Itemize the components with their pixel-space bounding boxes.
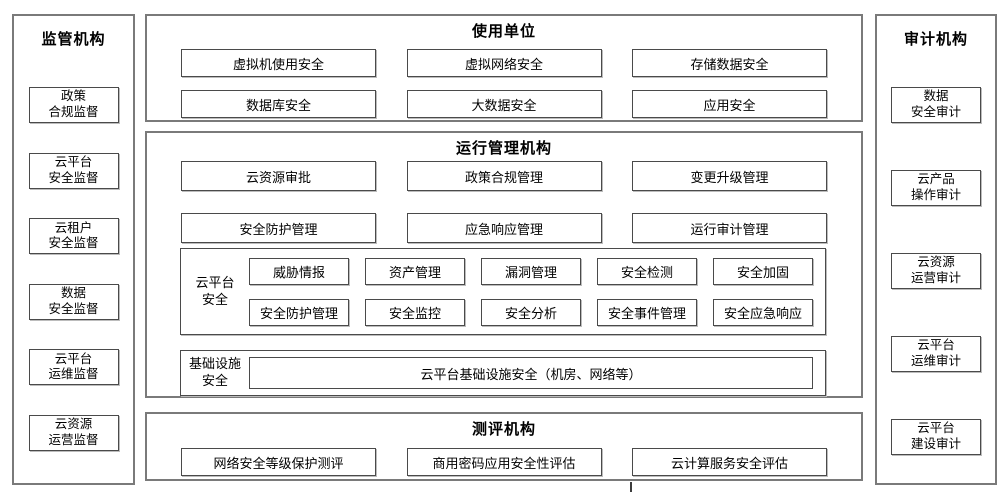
usage-item-bigdata-security: 大数据安全	[406, 90, 602, 118]
operation-item-protection-mgmt: 安全防护管理	[181, 213, 376, 243]
infrastructure-item-label: 云平台基础设施安全（机房、网络等）	[420, 366, 642, 382]
platform-item-threat-intel: 威胁情报	[249, 257, 349, 285]
audit-item-platform-construction: 云平台 建设审计	[891, 419, 981, 455]
audit-item-product-operation: 云产品 操作审计	[891, 170, 981, 206]
supervision-item-resource-operation: 云资源 运营监督	[28, 414, 119, 451]
supervision-panel: 监管机构 政策 合规监督 云平台 安全监督 云租户 安全监督 数据 安全监督 云…	[12, 14, 135, 485]
audit-items: 数据 安全审计 云产品 操作审计 云资源 运营审计 云平台 运维审计 云平台 建…	[877, 49, 995, 483]
usage-item-vnet-security: 虚拟网络安全	[406, 49, 602, 77]
supervision-item-label: 云平台 运维监督	[48, 351, 99, 382]
operation-row-1: 云资源审批 政策合规管理 变更升级管理	[147, 161, 861, 191]
audit-item-label: 云平台 建设审计	[910, 421, 961, 451]
platform-item-label: 安全事件管理	[607, 305, 686, 321]
platform-item-label: 安全防护管理	[259, 305, 338, 321]
platform-security-group: 云平台 安全 威胁情报 资产管理 漏洞管理 安全检测 安全加固 安全防护管理 安…	[180, 248, 826, 335]
supervision-item-label: 数据 安全监督	[48, 286, 99, 316]
supervision-item-policy-compliance: 政策 合规监督	[28, 87, 119, 123]
operation-item-label: 变更升级管理	[690, 169, 769, 185]
platform-item-emergency-response: 安全应急响应	[713, 298, 813, 326]
platform-item-label: 安全监控	[388, 305, 441, 321]
supervision-panel-title: 监管机构	[41, 31, 106, 48]
supervision-items: 政策 合规监督 云平台 安全监督 云租户 安全监督 数据 安全监督 云平台 运维…	[14, 49, 133, 483]
operation-item-label: 政策合规管理	[464, 169, 543, 185]
supervision-item-label: 云租户 安全监督	[48, 220, 99, 251]
operation-item-change-upgrade-mgmt: 变更升级管理	[632, 161, 827, 191]
usage-item-label: 大数据安全	[471, 97, 537, 113]
evaluation-item-label: 云计算服务安全评估	[670, 455, 788, 471]
platform-item-label: 安全应急响应	[723, 305, 802, 321]
platform-item-label: 漏洞管理	[504, 264, 557, 280]
supervision-item-platform-ops: 云平台 运维监督	[28, 349, 119, 386]
usage-item-storage-security: 存储数据安全	[632, 49, 827, 77]
evaluation-item-label: 网络安全等级保护测评	[213, 455, 344, 471]
operation-item-audit-mgmt: 运行审计管理	[632, 213, 827, 243]
platform-security-group-label: 云平台 安全	[195, 274, 235, 307]
platform-item-label: 安全分析	[504, 305, 557, 321]
infrastructure-item: 云平台基础设施安全（机房、网络等）	[249, 357, 813, 389]
infrastructure-group-label: 基础设施 安全	[188, 356, 241, 388]
platform-security-grid: 威胁情报 资产管理 漏洞管理 安全检测 安全加固 安全防护管理 安全监控 安全分…	[249, 250, 825, 334]
usage-row-1: 虚拟机使用安全 虚拟网络安全 存储数据安全	[147, 49, 861, 77]
usage-item-label: 存储数据安全	[690, 56, 769, 72]
usage-item-app-security: 应用安全	[632, 90, 827, 118]
platform-item-security-hardening: 安全加固	[713, 257, 813, 285]
usage-unit-title: 使用单位	[471, 23, 536, 40]
platform-item-label: 资产管理	[388, 264, 441, 280]
evaluation-item-crypto-assessment: 商用密码应用安全性评估	[406, 448, 602, 476]
supervision-item-platform-security: 云平台 安全监督	[28, 152, 119, 189]
audit-item-data-security: 数据 安全审计	[891, 87, 981, 123]
platform-security-row-2: 安全防护管理 安全监控 安全分析 安全事件管理 安全应急响应	[249, 298, 813, 326]
evaluation-item-label: 商用密码应用安全性评估	[432, 455, 576, 471]
platform-item-label: 威胁情报	[272, 264, 325, 280]
operation-item-policy-compliance-mgmt: 政策合规管理	[406, 161, 602, 191]
supervision-item-label: 云平台 安全监督	[48, 154, 99, 185]
platform-item-protection-mgmt: 安全防护管理	[249, 298, 349, 326]
supervision-item-label: 云资源 运营监督	[48, 417, 99, 447]
audit-panel: 审计机构 数据 安全审计 云产品 操作审计 云资源 运营审计 云平台 运维审计 …	[875, 14, 997, 485]
audit-item-label: 数据 安全审计	[910, 89, 961, 119]
operation-item-label: 安全防护管理	[239, 221, 318, 237]
platform-item-incident-mgmt: 安全事件管理	[597, 298, 697, 326]
operation-item-label: 运行审计管理	[690, 221, 769, 237]
evaluation-row: 网络安全等级保护测评 商用密码应用安全性评估 云计算服务安全评估	[147, 448, 861, 476]
platform-item-asset-mgmt: 资产管理	[365, 257, 465, 285]
platform-security-row-1: 威胁情报 资产管理 漏洞管理 安全检测 安全加固	[249, 257, 813, 285]
usage-item-label: 虚拟网络安全	[464, 56, 543, 72]
usage-item-label: 虚拟机使用安全	[232, 56, 324, 72]
operation-item-emergency-response-mgmt: 应急响应管理	[406, 213, 602, 243]
platform-item-label: 安全加固	[736, 264, 789, 280]
usage-item-vm-security: 虚拟机使用安全	[181, 49, 376, 77]
audit-item-platform-ops: 云平台 运维审计	[891, 336, 981, 372]
evaluation-item-cloud-service-assessment: 云计算服务安全评估	[632, 448, 827, 476]
usage-item-label: 应用安全	[703, 97, 756, 113]
audit-item-label: 云产品 操作审计	[910, 172, 961, 202]
audit-item-label: 云资源 运营审计	[910, 255, 961, 285]
operation-item-label: 云资源审批	[245, 169, 311, 185]
operation-management-title: 运行管理机构	[455, 140, 552, 157]
evaluation-section: 测评机构 网络安全等级保护测评 商用密码应用安全性评估 云计算服务安全评估	[145, 412, 863, 481]
usage-row-2: 数据库安全 大数据安全 应用安全	[147, 90, 861, 118]
evaluation-item-mlps: 网络安全等级保护测评	[181, 448, 376, 476]
infrastructure-security-group: 基础设施 安全 云平台基础设施安全（机房、网络等）	[180, 350, 826, 396]
operation-item-resource-approval: 云资源审批	[181, 161, 376, 191]
audit-item-label: 云平台 运维审计	[910, 338, 961, 368]
text-cursor-artifact	[630, 482, 632, 492]
platform-item-label: 安全检测	[620, 264, 673, 280]
usage-item-database-security: 数据库安全	[181, 90, 376, 118]
supervision-item-data-security: 数据 安全监督	[28, 283, 119, 320]
audit-panel-title: 审计机构	[903, 31, 968, 48]
platform-item-security-detection: 安全检测	[597, 257, 697, 285]
audit-item-resource-operation: 云资源 运营审计	[891, 253, 981, 289]
usage-item-label: 数据库安全	[245, 97, 311, 113]
operation-row-2: 安全防护管理 应急响应管理 运行审计管理	[147, 213, 861, 243]
platform-item-security-monitoring: 安全监控	[365, 298, 465, 326]
operation-item-label: 应急响应管理	[464, 221, 543, 237]
supervision-item-tenant-security: 云租户 安全监督	[28, 218, 119, 255]
platform-item-vuln-mgmt: 漏洞管理	[481, 257, 581, 285]
evaluation-title: 测评机构	[471, 421, 536, 438]
platform-item-security-analysis: 安全分析	[481, 298, 581, 326]
supervision-item-label: 政策 合规监督	[48, 89, 99, 119]
usage-unit-section: 使用单位 虚拟机使用安全 虚拟网络安全 存储数据安全 数据库安全 大数据安全 应…	[145, 14, 863, 122]
operation-management-section: 运行管理机构 云资源审批 政策合规管理 变更升级管理 安全防护管理 应急响应管理…	[145, 131, 863, 398]
